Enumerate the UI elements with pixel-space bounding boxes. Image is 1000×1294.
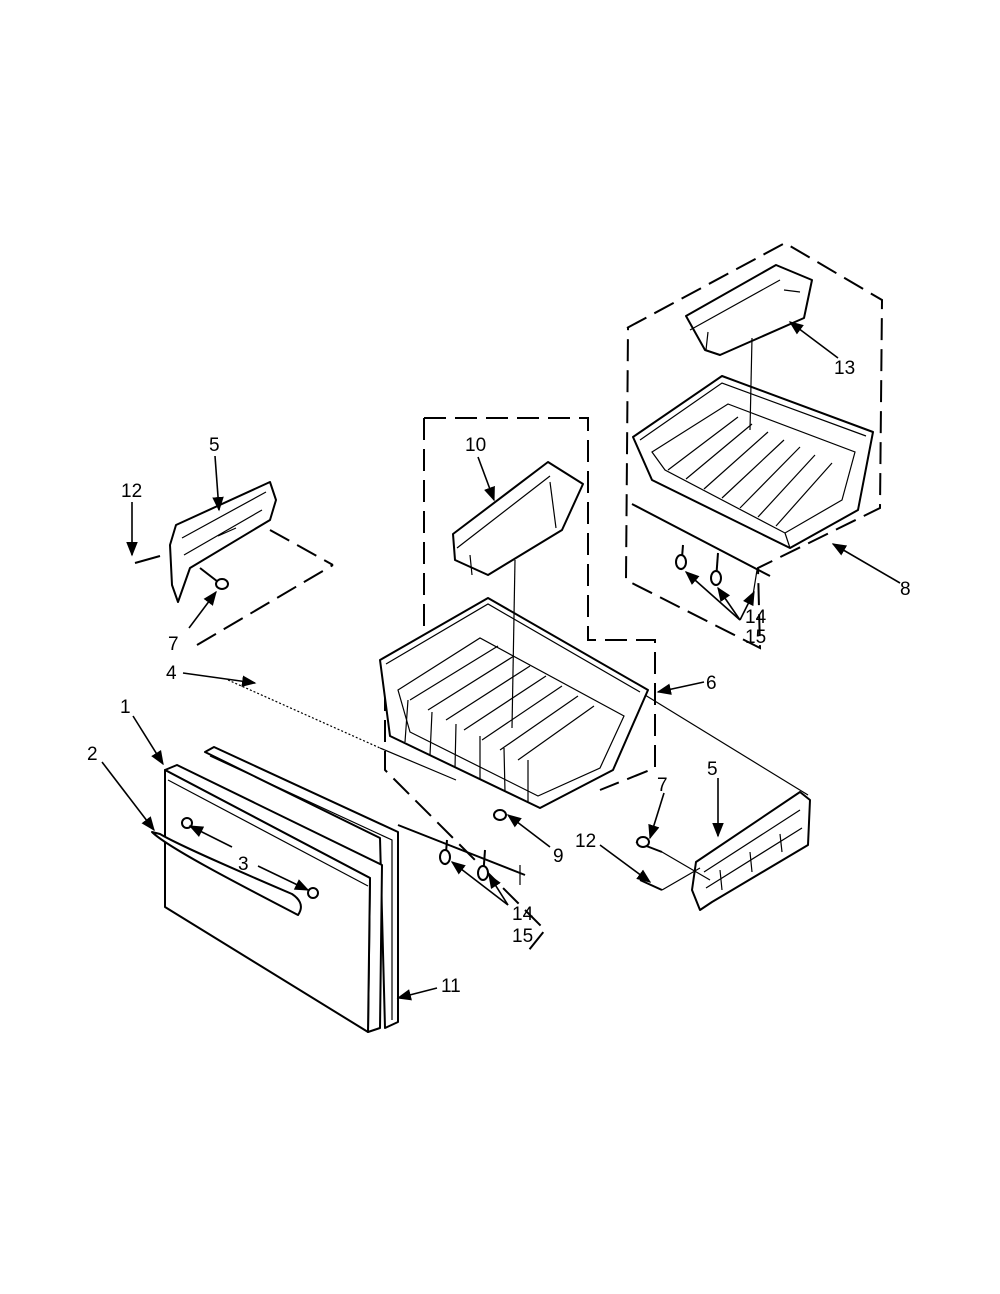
right-drawer-slide xyxy=(691,791,811,911)
lower-basket-screw-2 xyxy=(477,849,489,881)
right-slide-pin xyxy=(639,879,663,891)
group-outline-lower-basket xyxy=(384,418,547,956)
callout-3: 3 xyxy=(238,854,249,875)
callout-7-left: 7 xyxy=(168,634,179,655)
callout-7-right: 7 xyxy=(657,775,668,796)
callout-12-right: 12 xyxy=(575,831,596,852)
guide-right-slide xyxy=(644,694,809,796)
drawer-front xyxy=(164,764,383,1033)
lower-basket-rail xyxy=(397,824,526,876)
door-gasket xyxy=(204,746,399,1029)
callout-2: 2 xyxy=(87,744,98,765)
callout-11: 11 xyxy=(441,976,461,997)
lower-basket-divider xyxy=(452,461,584,576)
left-slide-pin xyxy=(134,555,161,564)
callout-4: 4 xyxy=(166,663,177,684)
drawer-divider-bar xyxy=(227,679,381,749)
basket-clip xyxy=(493,809,507,821)
callout-6: 6 xyxy=(706,673,717,694)
callout-15-lower: 15 xyxy=(512,926,533,947)
callout-14-upper: 14 xyxy=(745,607,767,628)
guide-left-slide xyxy=(196,564,334,646)
divider-guide-line-lower xyxy=(511,559,516,729)
upper-basket-screw-1 xyxy=(675,544,687,571)
upper-basket-screw-2 xyxy=(710,552,722,586)
callout-5-right: 5 xyxy=(707,759,718,780)
group-outline-lower-basket-top xyxy=(424,417,656,791)
left-drawer-slide xyxy=(169,481,277,603)
basket-divider xyxy=(685,264,813,356)
upper-freezer-basket xyxy=(632,375,874,549)
group-outline-upper-basket xyxy=(624,241,884,650)
callout-1: 1 xyxy=(120,697,131,718)
drawer-handle xyxy=(151,817,319,916)
lower-freezer-basket xyxy=(379,597,649,809)
guide-left-slide-upper xyxy=(269,529,334,566)
callout-15-upper: 15 xyxy=(745,627,766,648)
callout-14-lower: 14 xyxy=(512,904,534,925)
lower-basket-screw-1 xyxy=(439,839,451,866)
callout-12-left: 12 xyxy=(121,481,142,502)
callout-10: 10 xyxy=(465,435,486,456)
upper-basket-rail xyxy=(631,503,771,577)
callout-13: 13 xyxy=(834,358,855,379)
left-slide-screw xyxy=(199,567,229,590)
right-slide-screw xyxy=(635,836,663,853)
callout-8: 8 xyxy=(900,579,911,600)
callout-9: 9 xyxy=(553,846,564,867)
callout-5-left: 5 xyxy=(209,435,220,456)
divider-guide-line xyxy=(749,337,753,431)
